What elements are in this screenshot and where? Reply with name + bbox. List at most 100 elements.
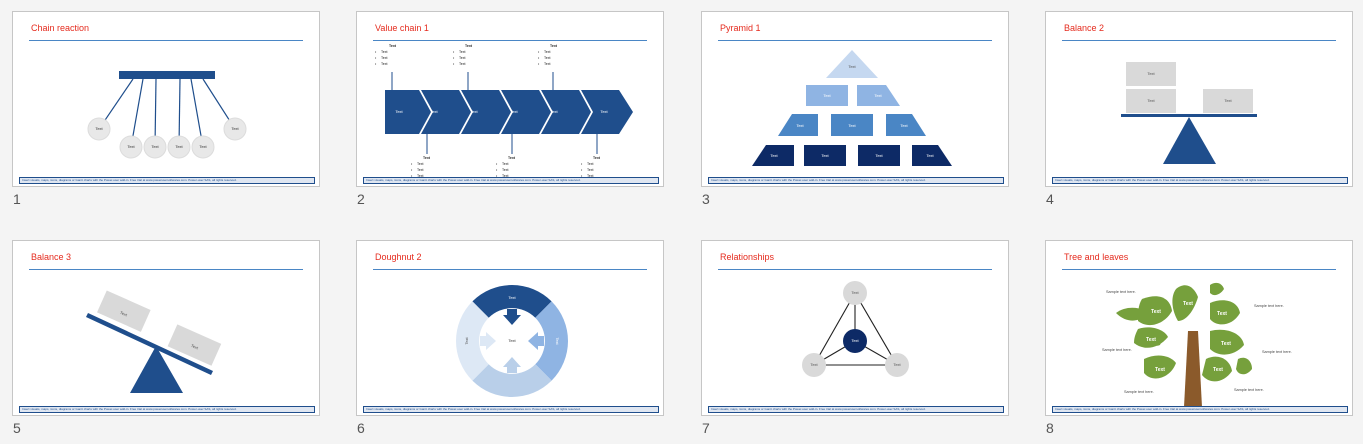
value-chain-diagram: Text Text Text Text Text Text Text • Text… xyxy=(375,44,633,178)
note-bullet: Text xyxy=(417,168,423,172)
note-heading: Text xyxy=(389,44,397,48)
sample-text: Sample text here. xyxy=(1106,290,1136,294)
slide-footer: Insert visuals, maps, icons, diagrams or… xyxy=(19,177,315,184)
slide-thumbnail-8[interactable]: Tree and leaves Text Text Text Text Text… xyxy=(1045,240,1353,416)
sample-text: Sample text here. xyxy=(1124,390,1154,394)
doughnut-diagram: Text Text Text Text xyxy=(455,285,569,398)
note-bullet: • xyxy=(375,56,377,60)
ball-label: Text xyxy=(231,126,239,131)
slide-title: Pyramid 1 xyxy=(720,23,761,33)
pyramid-label: Text xyxy=(848,64,856,69)
svg-text:•: • xyxy=(581,162,583,166)
note-heading: Text xyxy=(465,44,473,48)
title-rule xyxy=(29,40,303,41)
sample-text: Sample text here. xyxy=(1234,388,1264,392)
slide-number: 3 xyxy=(702,191,710,207)
slide-number: 7 xyxy=(702,420,710,436)
note-bullet: Text xyxy=(381,62,387,66)
slide-title: Value chain 1 xyxy=(375,23,429,33)
title-rule xyxy=(373,269,647,270)
note-heading: Text xyxy=(508,156,516,160)
svg-text:•: • xyxy=(581,174,583,178)
note-bullet: Text xyxy=(417,162,423,166)
pyramid-label: Text xyxy=(874,93,882,98)
svg-text:•: • xyxy=(411,174,413,178)
note-heading: Text xyxy=(423,156,431,160)
note-bullet: Text xyxy=(502,162,508,166)
box-label: Text xyxy=(1224,98,1232,103)
leaf-label: Text xyxy=(1151,309,1161,315)
slide-title: Tree and leaves xyxy=(1064,252,1129,262)
slide-number: 8 xyxy=(1046,420,1054,436)
pyramid-diagram: Text Text Text Text Text Text Text Text … xyxy=(752,50,952,166)
note-heading: Text xyxy=(550,44,558,48)
center-node-label: Text xyxy=(851,338,859,343)
note-bullet: Text xyxy=(587,162,593,166)
title-rule xyxy=(1062,269,1336,270)
leaf-label: Text xyxy=(1213,367,1223,373)
pyramid-label: Text xyxy=(900,123,908,128)
note-bullet: Text xyxy=(381,56,387,60)
note-bullet: Text xyxy=(417,174,423,178)
box-label: Text xyxy=(190,343,200,351)
svg-text:•: • xyxy=(411,168,413,172)
svg-text:•: • xyxy=(581,168,583,172)
node-label: Text xyxy=(851,290,859,295)
slide-number: 5 xyxy=(13,420,21,436)
slide-thumbnail-2[interactable]: Value chain 1 Text Text Text Text Text T… xyxy=(356,11,664,187)
slide-footer: Insert visuals, maps, icons, diagrams or… xyxy=(708,177,1004,184)
relationships-diagram: Text Text Text Text xyxy=(802,281,909,377)
sample-text: Sample text here. xyxy=(1102,348,1132,352)
ball-label: Text xyxy=(95,126,103,131)
chain-label: Text xyxy=(470,109,478,114)
svg-text:•: • xyxy=(453,62,455,66)
note-bullet: Text xyxy=(544,50,550,54)
svg-text:•: • xyxy=(538,50,540,54)
note-bullet: Text xyxy=(502,168,508,172)
slide-thumbnail-1[interactable]: Chain reaction Text Text Text Text Text … xyxy=(12,11,320,187)
node-label: Text xyxy=(810,362,818,367)
slide-number: 4 xyxy=(1046,191,1054,207)
slide-footer: Insert visuals, maps, icons, diagrams or… xyxy=(363,177,659,184)
slide-title: Balance 2 xyxy=(1064,23,1105,33)
ball-label: Text xyxy=(175,144,183,149)
tilted-balance-diagram: Text Text xyxy=(86,290,222,393)
title-rule xyxy=(373,40,647,41)
pyramid-label: Text xyxy=(926,153,934,158)
slide-thumbnail-5[interactable]: Balance 3 Text Text Insert visuals, maps… xyxy=(12,240,320,416)
node-label: Text xyxy=(893,362,901,367)
chain-label: Text xyxy=(395,109,403,114)
chain-reaction-diagram: Text Text Text Text Text Text xyxy=(87,71,247,159)
note-heading: Text xyxy=(593,156,601,160)
note-bullet: • xyxy=(375,62,377,66)
ball-label: Text xyxy=(151,144,159,149)
slide-title: Doughnut 2 xyxy=(375,252,422,262)
title-rule xyxy=(718,40,992,41)
slide-footer: Insert visuals, maps, icons, diagrams or… xyxy=(363,406,659,413)
note-bullet: Text xyxy=(544,56,550,60)
note-bullet: Text xyxy=(587,168,593,172)
svg-text:•: • xyxy=(496,168,498,172)
tree-diagram: Text Text Text Text Text Text Text Sampl… xyxy=(1102,282,1292,407)
slide-number: 2 xyxy=(357,191,365,207)
slide-thumbnail-6[interactable]: Doughnut 2 Text Text Text Text Insert vi… xyxy=(356,240,664,416)
note-bullet: Text xyxy=(459,62,465,66)
center-label: Text xyxy=(508,338,516,343)
slide-thumbnail-7[interactable]: Relationships Text Text Text Text Insert… xyxy=(701,240,1009,416)
pyramid-label: Text xyxy=(821,153,829,158)
sample-text: Sample text here. xyxy=(1262,350,1292,354)
note-bullet: Text xyxy=(459,56,465,60)
title-rule xyxy=(1062,40,1336,41)
slide-thumbnail-3[interactable]: Pyramid 1 Text Text Text Text Text Text … xyxy=(701,11,1009,187)
pyramid-label: Text xyxy=(823,93,831,98)
pyramid-label: Text xyxy=(848,123,856,128)
slide-number: 1 xyxy=(13,191,21,207)
title-rule xyxy=(718,269,992,270)
chain-label: Text xyxy=(430,109,438,114)
slide-thumbnail-4[interactable]: Balance 2 Text Text Text Insert visuals,… xyxy=(1045,11,1353,187)
box-label: Text xyxy=(119,310,129,318)
pyramid-label: Text xyxy=(770,153,778,158)
leaf-label: Text xyxy=(1155,367,1165,373)
chain-label: Text xyxy=(600,109,608,114)
segment-label: Text xyxy=(464,336,469,344)
